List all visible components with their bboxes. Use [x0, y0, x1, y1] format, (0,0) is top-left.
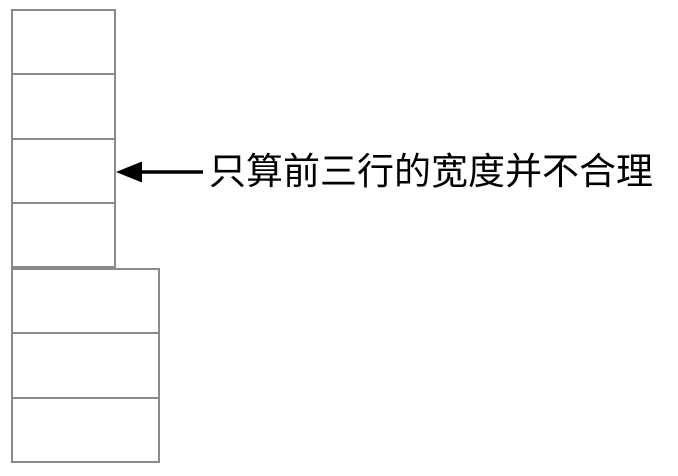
grid-cell — [11, 9, 116, 76]
annotation: 只算前三行的宽度并不合理 — [116, 150, 653, 194]
left-arrow-icon — [116, 161, 203, 183]
grid-cell — [11, 137, 116, 204]
grid-cell — [11, 201, 116, 268]
wide-stack — [11, 268, 160, 463]
grid-cell — [11, 396, 160, 463]
annotation-label: 只算前三行的宽度并不合理 — [209, 150, 653, 192]
narrow-stack — [11, 9, 116, 268]
grid-cell — [11, 268, 160, 335]
grid-cell — [11, 73, 116, 140]
grid-cell — [11, 332, 160, 399]
